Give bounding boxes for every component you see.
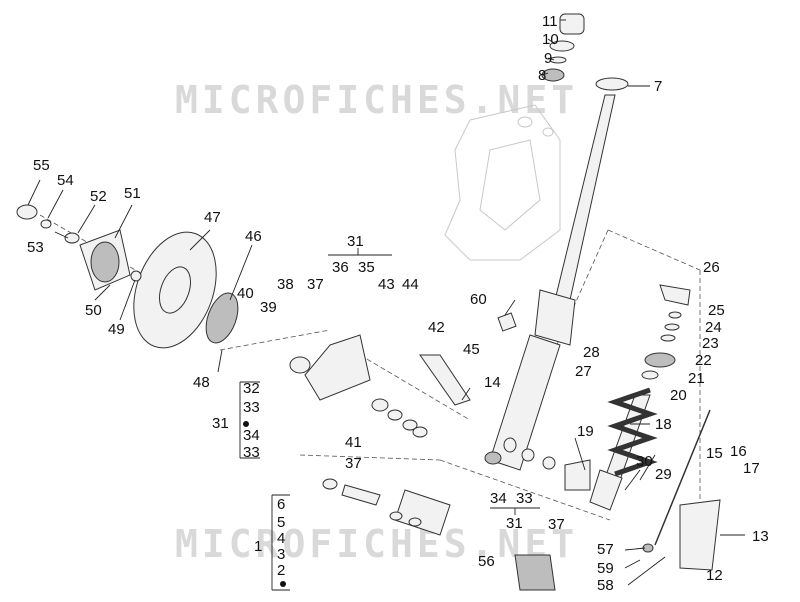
callout-51: 51 <box>124 185 141 202</box>
group-35: 35 <box>358 259 375 276</box>
group-34: 34 <box>243 427 260 444</box>
callout-37b: 37 <box>548 516 565 533</box>
group-31-top: 31 <box>347 233 364 250</box>
group-31-left: 31 <box>212 415 229 432</box>
watermark-top: MICROFICHES.NET <box>175 78 579 122</box>
group-34-bottom: 34 <box>490 490 507 507</box>
callout-18: 18 <box>655 416 672 433</box>
callout-49: 49 <box>108 321 125 338</box>
callout-29: 29 <box>655 466 672 483</box>
group-32: 32 <box>243 380 260 397</box>
callout-24: 24 <box>705 319 722 336</box>
group-brackets <box>239 248 540 591</box>
callout-37c: 37 <box>307 276 324 293</box>
group-6: 6 <box>277 496 285 513</box>
group-31-bottom: 31 <box>506 515 523 532</box>
callout-37: 37 <box>345 455 362 472</box>
callout-45: 45 <box>463 341 480 358</box>
callout-44: 44 <box>402 276 419 293</box>
group-33-bottom: 33 <box>516 490 533 507</box>
callout-30: 30 <box>636 453 653 470</box>
callout-39: 39 <box>260 299 277 316</box>
callout-9: 9 <box>544 50 552 67</box>
callout-55: 55 <box>33 157 50 174</box>
group-2: 2 <box>277 562 285 579</box>
callout-25: 25 <box>708 302 725 319</box>
callout-23: 23 <box>702 335 719 352</box>
callout-59: 59 <box>597 560 614 577</box>
top-stack <box>541 13 585 82</box>
leader-lines <box>27 19 745 586</box>
callout-17: 17 <box>743 460 760 477</box>
callout-19: 19 <box>577 423 594 440</box>
group-33b: 33 <box>243 444 260 461</box>
callout-47: 47 <box>204 209 221 226</box>
shock-absorber <box>589 284 691 511</box>
frame-ghost <box>444 104 561 261</box>
callout-26: 26 <box>703 259 720 276</box>
callout-48: 48 <box>193 374 210 391</box>
bottom-link <box>322 437 591 591</box>
callout-8: 8 <box>538 67 546 84</box>
group-5: 5 <box>277 514 285 531</box>
watermark-bottom: MICROFICHES.NET <box>175 522 579 566</box>
callout-43: 43 <box>378 276 395 293</box>
callout-46: 46 <box>245 228 262 245</box>
callout-12: 12 <box>706 567 723 584</box>
group-36: 36 <box>332 259 349 276</box>
group-33a: 33 <box>243 399 260 416</box>
group-1: 1 <box>254 538 262 555</box>
callout-50: 50 <box>85 302 102 319</box>
callout-14: 14 <box>484 374 501 391</box>
callout-20: 20 <box>670 387 687 404</box>
callout-13: 13 <box>752 528 769 545</box>
callout-41: 41 <box>345 434 362 451</box>
group-3: 3 <box>277 546 285 563</box>
callout-labels: 11 10 9 8 7 26 25 24 23 22 21 20 28 27 1… <box>27 13 769 594</box>
callout-42: 42 <box>428 319 445 336</box>
callout-57: 57 <box>597 541 614 558</box>
fork-assembly <box>484 77 629 471</box>
group-4: 4 <box>277 530 285 547</box>
callout-56: 56 <box>478 553 495 570</box>
callout-58: 58 <box>597 577 614 594</box>
callout-21: 21 <box>688 370 705 387</box>
callout-52: 52 <box>90 188 107 205</box>
sensor-bracket <box>642 409 721 571</box>
hub <box>16 204 142 291</box>
brake-disc <box>133 231 239 349</box>
callout-16: 16 <box>730 443 747 460</box>
callout-28: 28 <box>583 344 600 361</box>
callout-15: 15 <box>706 445 723 462</box>
callout-38: 38 <box>277 276 294 293</box>
callout-40: 40 <box>237 285 254 302</box>
callout-10: 10 <box>542 31 559 48</box>
callout-7: 7 <box>654 78 662 95</box>
swing-arm <box>289 334 471 438</box>
callout-22: 22 <box>695 352 712 369</box>
callout-54: 54 <box>57 172 74 189</box>
callout-60: 60 <box>470 291 487 308</box>
callout-53: 53 <box>27 239 44 256</box>
callout-27: 27 <box>575 363 592 380</box>
callout-11: 11 <box>542 13 558 30</box>
